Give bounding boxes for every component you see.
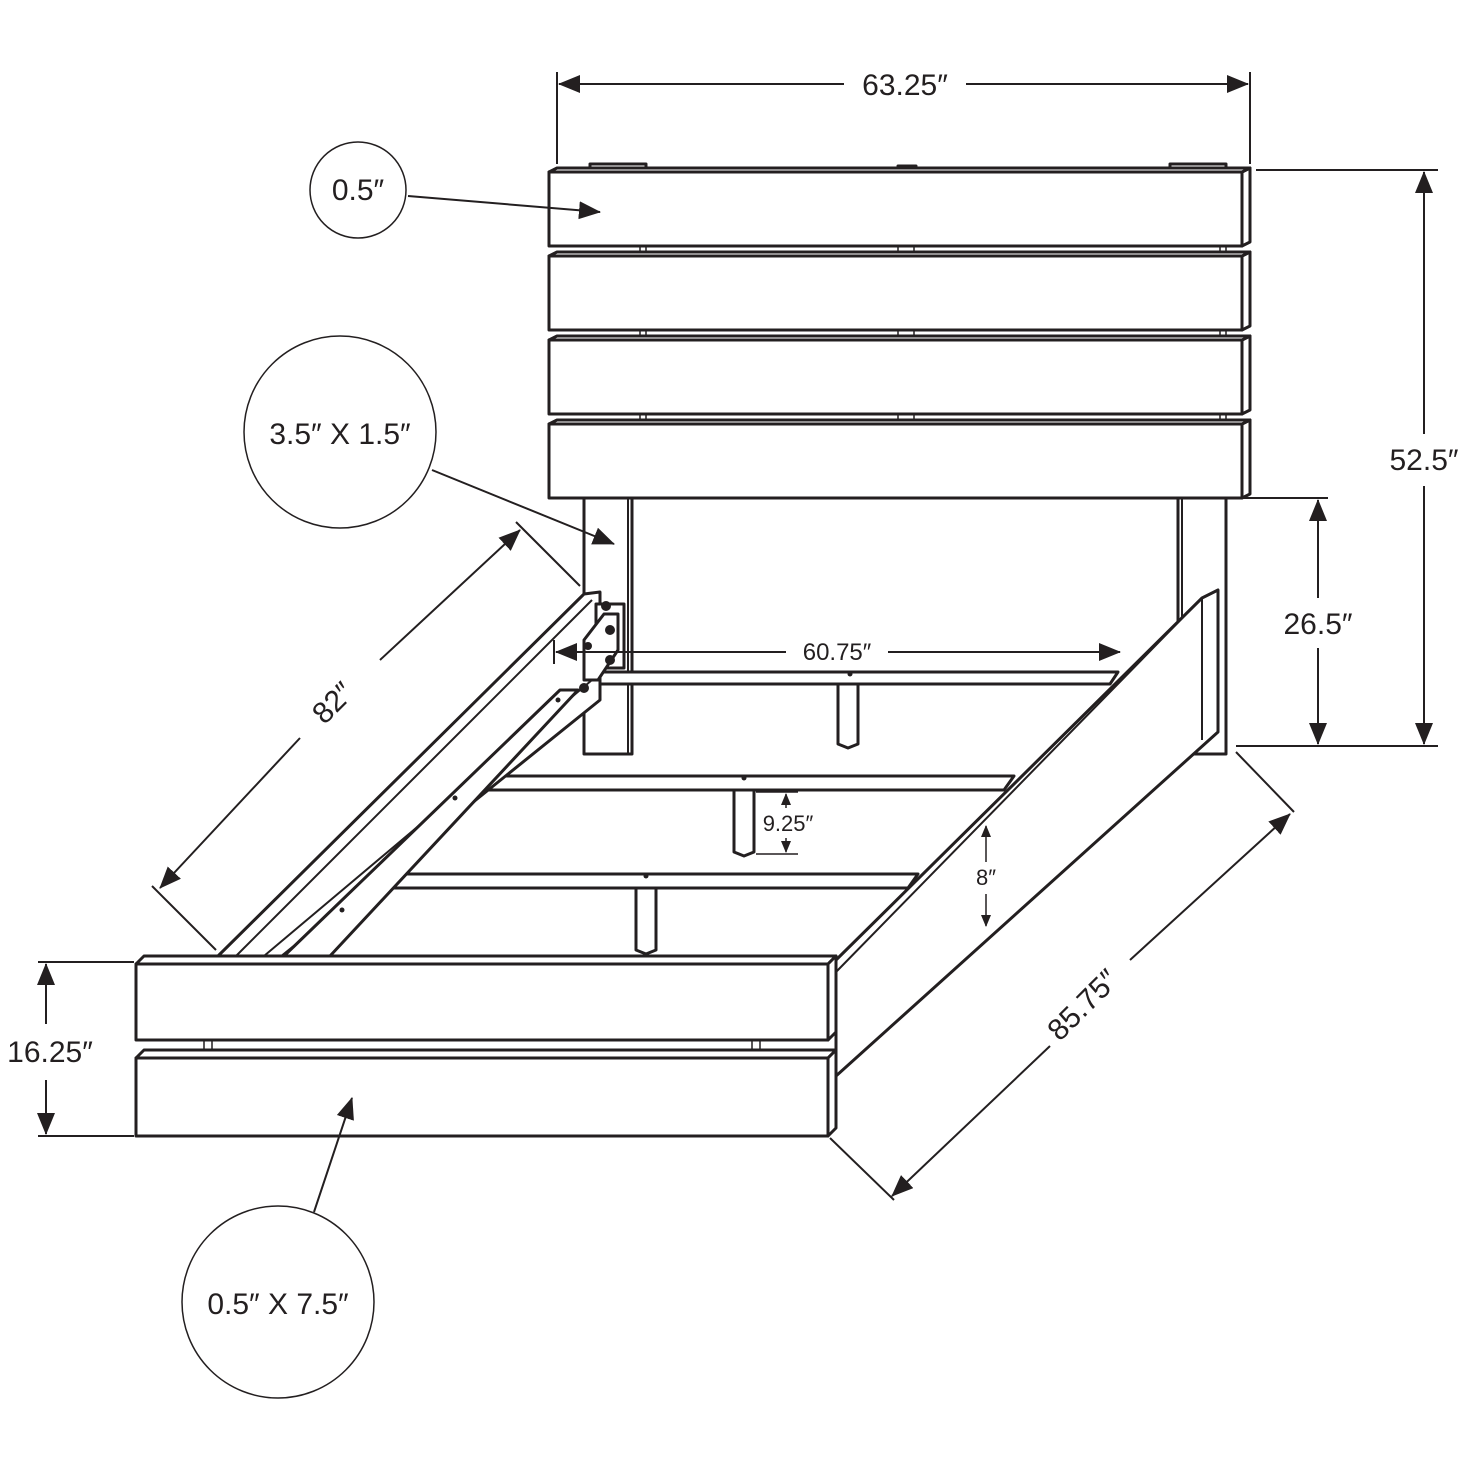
headboard-slat-2 [547,250,1252,332]
callout-footboard-board [181,1097,375,1399]
left-side-rail [216,590,602,958]
center-leg-2 [732,788,756,858]
cross-slat-3 [338,872,920,890]
headboard-slat-1 [547,166,1252,248]
dim-overall-length [829,751,1295,1201]
footboard-height-label: 16.25″ [7,1036,93,1069]
callout-post-size [243,335,615,545]
slat-thickness-callout-label: 0.5″ [332,174,385,207]
callout-slat-thickness [309,141,601,239]
center-leg-3 [634,886,658,956]
footboard-board-bottom [134,1056,830,1138]
headboard-slat-3 [547,334,1252,416]
center-leg-1 [836,682,860,750]
total-height-label: 52.5″ [1389,444,1458,477]
right-side-rail [834,588,1220,1078]
inner-width-label: 60.75″ [803,639,872,666]
dim-inner-width [553,640,1121,664]
dim-slat-spacing [756,791,798,855]
headboard-slat-4 [547,418,1252,500]
post-size-callout-label: 3.5″ X 1.5″ [269,418,411,451]
footboard [134,954,838,1138]
bed-frame [134,588,1220,1138]
dim-footboard-height [37,961,134,1137]
cross-slat-1 [542,670,1120,686]
dim-leg-height [1230,497,1328,745]
rail-height-label: 8″ [976,865,996,890]
leg-height-label: 26.5″ [1283,608,1352,641]
footboard-board-top [134,962,830,1042]
slat-spacing-label: 9.25″ [763,811,814,836]
cross-slat-2 [434,774,1016,792]
dim-total-height [1236,169,1438,747]
headboard-width-label: 63.25″ [862,69,948,102]
dim-headboard-width [556,72,1251,164]
dim-side-length [151,521,581,951]
footboard-board-callout-label: 0.5″ X 7.5″ [207,1288,349,1321]
